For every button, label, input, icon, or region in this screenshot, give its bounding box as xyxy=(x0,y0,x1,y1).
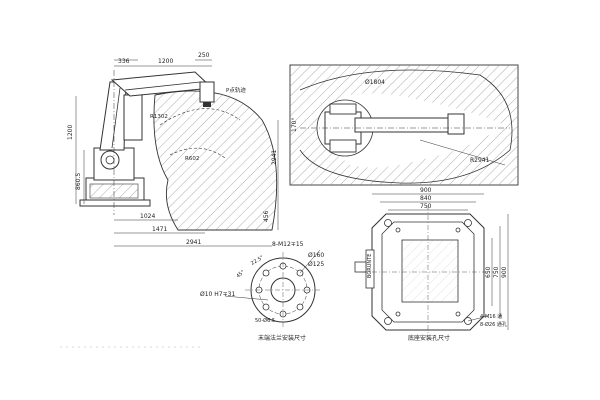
dim-1200-top: 1200 xyxy=(158,58,173,65)
flange-leader xyxy=(299,249,321,274)
base-caption: 底座安装孔尺寸 xyxy=(408,334,450,342)
base-bolt-holes xyxy=(384,219,472,325)
base-w900: 900 xyxy=(420,187,432,194)
wrist-path-label: P点轨迹 xyxy=(226,86,246,94)
radius-2941: R2941 xyxy=(470,157,490,164)
end-flange xyxy=(203,102,211,107)
robot-base-plate xyxy=(79,199,151,207)
lower-arm-link xyxy=(111,87,121,149)
top-dimensions xyxy=(114,59,212,67)
dim-250: 250 xyxy=(198,52,210,59)
base-h750: 750 xyxy=(493,266,500,278)
dia-1804: Ø1804 xyxy=(365,79,385,86)
base-view: BORUNTE 900 840 750 650 750 900 4-M16 通 … xyxy=(354,187,509,338)
base-top-dims xyxy=(372,193,484,211)
base-brand: BORUNTE xyxy=(367,254,373,278)
base-holes2: 8-Ø26 通孔 xyxy=(480,321,507,328)
base-plate-hatch xyxy=(402,240,458,302)
robot-top-motor-2 xyxy=(329,103,357,115)
radius-leader xyxy=(419,139,506,166)
turret-motor-inner xyxy=(105,155,115,165)
radius-r2: R602 xyxy=(185,156,199,162)
upper-arm-link xyxy=(124,81,201,91)
flange-angle-45: 45° xyxy=(235,269,246,280)
wrist xyxy=(199,81,215,103)
dim-456: 456 xyxy=(263,210,270,222)
flange-d125: Ø125 xyxy=(308,261,324,268)
robot-top-arm xyxy=(354,117,456,133)
base-hole-leader xyxy=(467,315,489,322)
top-view: Ø1804 R2941 170° xyxy=(289,64,519,186)
dim-1024: 1024 xyxy=(140,213,155,220)
bottom-dimensions xyxy=(114,219,272,247)
base-w840: 840 xyxy=(420,195,432,202)
reach-arc-2 xyxy=(169,147,226,159)
arm-counterweight xyxy=(123,94,143,141)
flange-bolt-holes xyxy=(255,262,311,318)
side-view: 336 1200 250 1200 860.5 1024 1471 2941 2… xyxy=(67,52,279,247)
dim-1200-left: 1200 xyxy=(67,125,74,140)
work-envelope-top xyxy=(290,65,518,185)
robot-top-wrist xyxy=(447,113,465,135)
dim-2941-bottom: 2941 xyxy=(186,239,201,246)
left-dimensions xyxy=(75,96,85,204)
dim-336: 336 xyxy=(118,58,130,65)
base-h900: 900 xyxy=(501,266,508,278)
base-right-dims xyxy=(491,214,509,330)
radius-r1: R1302 xyxy=(150,114,168,120)
flange-d160: Ø160 xyxy=(308,252,324,259)
dim-1471: 1471 xyxy=(152,226,167,233)
dim-860-5: 860.5 xyxy=(75,173,82,190)
reach-arc xyxy=(159,108,241,126)
flange-bottom-dim: 50-Ø6.5 xyxy=(255,317,275,324)
base-connector xyxy=(354,261,367,273)
outer-reach-arc xyxy=(299,69,513,184)
angle-170: 170° xyxy=(291,118,298,132)
flange-view: 8-M12∓15 Ø160 Ø125 45° 22.5° Ø10 H7∓31 5… xyxy=(200,241,324,328)
flange-holes-label: 8-M12∓15 xyxy=(272,241,304,248)
flange-d10-label: Ø10 H7∓31 xyxy=(200,291,235,298)
base-w750: 750 xyxy=(420,203,432,210)
dim-2941-right: 2941 xyxy=(271,150,278,165)
flange-caption: 末端法兰安装尺寸 xyxy=(258,334,306,342)
flange-leader-2 xyxy=(224,295,269,301)
base-holes1: 4-M16 通 xyxy=(480,313,502,320)
robot-top-motor xyxy=(329,139,357,153)
work-envelope-side xyxy=(153,90,278,231)
base-h650: 650 xyxy=(485,266,492,278)
